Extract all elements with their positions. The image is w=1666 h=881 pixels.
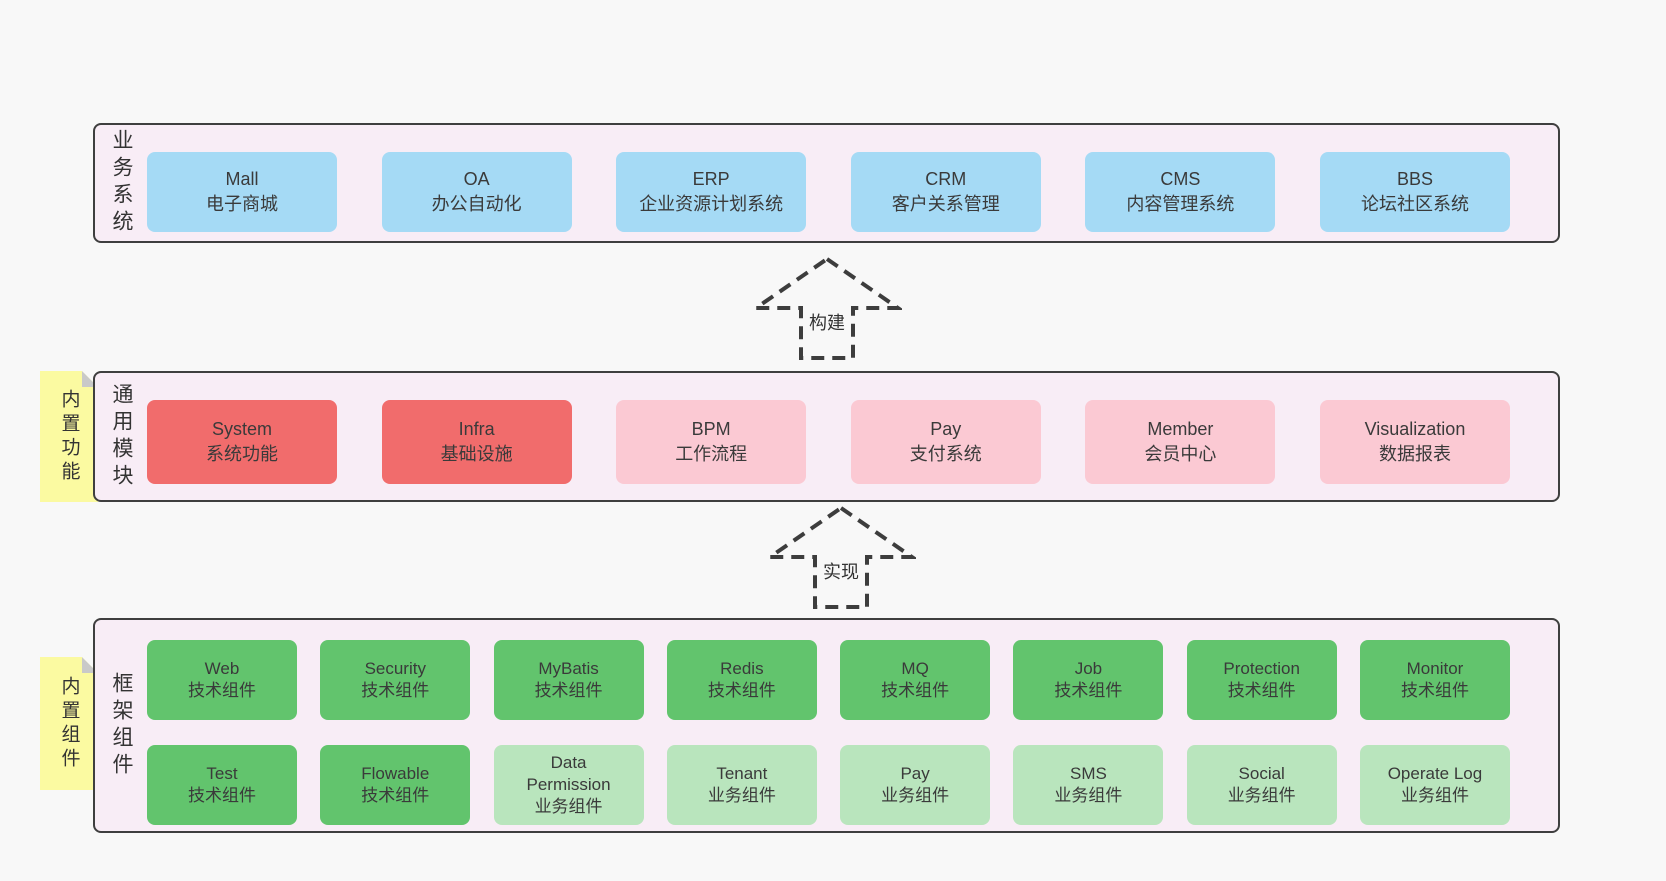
note-built-in-features: 内置功能 bbox=[40, 371, 98, 502]
note-built-in-components-label: 内置组件 bbox=[58, 675, 80, 772]
framework-box-monitor: Monitor 技术组件 bbox=[1359, 640, 1510, 720]
section-label-common-modules: 通用模块 bbox=[110, 382, 133, 491]
dashed-up-arrow-icon bbox=[752, 256, 902, 360]
business-systems-panel: 业务系统 Mall 电子商城 OA 办公自动化 ERP 企业资源计划系统 CRM… bbox=[93, 123, 1560, 243]
business-box-mall: Mall 电子商城 bbox=[147, 152, 337, 232]
module-box-system: System 系统功能 bbox=[147, 400, 337, 484]
framework-box-mybatis: MyBatis 技术组件 bbox=[493, 640, 644, 720]
common-modules-panel: 通用模块 System 系统功能 Infra 基础设施 BPM 工作流程 Pay… bbox=[93, 371, 1560, 502]
framework-box-mq: MQ 技术组件 bbox=[840, 640, 991, 720]
framework-box-test: Test 技术组件 bbox=[147, 745, 297, 825]
module-box-visualization: Visualization 数据报表 bbox=[1319, 400, 1510, 484]
framework-box-web: Web 技术组件 bbox=[147, 640, 297, 720]
framework-components-panel: 框架组件 Web 技术组件 Security 技术组件 MyBatis 技术组件… bbox=[93, 618, 1560, 833]
section-label-business-systems: 业务系统 bbox=[110, 129, 133, 237]
build-arrow: 构建 bbox=[752, 256, 902, 361]
business-box-crm: CRM 客户关系管理 bbox=[850, 152, 1041, 232]
note-built-in-features-label: 内置功能 bbox=[58, 388, 80, 485]
dashed-up-arrow-icon bbox=[766, 505, 916, 609]
business-box-erp: ERP 企业资源计划系统 bbox=[616, 152, 807, 232]
business-box-oa: OA 办公自动化 bbox=[381, 152, 572, 232]
business-box-cms: CMS 内容管理系统 bbox=[1085, 152, 1276, 232]
framework-box-social: Social 业务组件 bbox=[1186, 745, 1337, 825]
framework-box-pay: Pay 业务组件 bbox=[840, 745, 991, 825]
implement-arrow-label: 实现 bbox=[818, 557, 864, 585]
note-built-in-components: 内置组件 bbox=[40, 657, 98, 790]
framework-box-job: Job 技术组件 bbox=[1013, 640, 1164, 720]
section-label-framework-components: 框架组件 bbox=[110, 671, 133, 780]
build-arrow-label: 构建 bbox=[804, 308, 850, 336]
module-box-infra: Infra 基础设施 bbox=[381, 400, 572, 484]
framework-box-redis: Redis 技术组件 bbox=[666, 640, 817, 720]
implement-arrow: 实现 bbox=[766, 505, 916, 610]
module-box-pay: Pay 支付系统 bbox=[850, 400, 1041, 484]
module-box-member: Member 会员中心 bbox=[1085, 400, 1276, 484]
framework-box-sms: SMS 业务组件 bbox=[1013, 745, 1164, 825]
module-box-bpm: BPM 工作流程 bbox=[616, 400, 807, 484]
framework-box-data-permission: Data Permission 业务组件 bbox=[493, 745, 644, 825]
framework-box-operate-log: Operate Log 业务组件 bbox=[1359, 745, 1510, 825]
framework-box-protection: Protection 技术组件 bbox=[1186, 640, 1337, 720]
framework-box-tenant: Tenant 业务组件 bbox=[666, 745, 817, 825]
framework-box-flowable: Flowable 技术组件 bbox=[320, 745, 471, 825]
framework-box-security: Security 技术组件 bbox=[320, 640, 471, 720]
business-box-bbs: BBS 论坛社区系统 bbox=[1319, 152, 1510, 232]
